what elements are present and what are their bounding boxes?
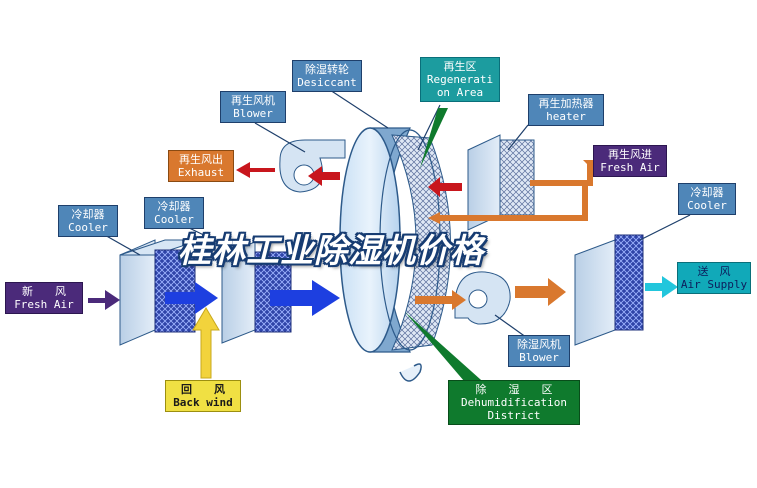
heater-coil-icon: [467, 134, 535, 231]
label-cn: 冷却器: [71, 208, 105, 221]
label-cn: 回 风: [181, 383, 225, 396]
label-cn: 再生加热器: [538, 97, 594, 110]
label-en: Cooler: [687, 199, 727, 212]
label-cn: 冷却器: [157, 200, 191, 213]
cooler-coil-icon: [574, 234, 644, 346]
label-cn: 除湿风机: [517, 338, 561, 351]
label-en: District: [487, 409, 541, 422]
label-en: Cooler: [68, 221, 108, 234]
district-pointer: [405, 312, 490, 388]
label-cn: 新 风: [22, 285, 66, 298]
label-cn: 再生风进: [608, 148, 652, 161]
label-en: Dehumidification: [461, 396, 567, 409]
cooler-coil-icon: [119, 239, 201, 346]
label-en: Fresh Air: [600, 161, 660, 174]
label-cn: 再生区: [443, 60, 477, 73]
label-cn: 送 风: [697, 265, 731, 278]
label-en: Desiccant: [297, 76, 357, 89]
label-heater: 再生加热器 heater: [528, 94, 604, 126]
label-cooler-mid: 冷却器 Cooler: [144, 197, 204, 229]
label-cn: 再生风机: [231, 94, 275, 107]
blower-fan-icon: [279, 139, 346, 193]
wheel-shaft-icon: [399, 363, 422, 382]
label-en: Exhaust: [177, 166, 225, 179]
blower-fan-icon: [454, 271, 511, 325]
label-cn: 除湿转轮: [305, 63, 349, 76]
label-en: Back wind: [173, 396, 233, 409]
label-back-wind: 回 风 Back wind: [165, 380, 241, 412]
regeneration-pointer: [420, 108, 448, 168]
label-exhaust: 再生风出 Exhaust: [168, 150, 234, 182]
label-air-supply: 送 风 Air Supply: [677, 262, 751, 294]
label-desiccant: 除湿转轮 Desiccant: [292, 60, 362, 92]
label-dehumidification-district: 除 湿 区 Dehumidification District: [448, 380, 580, 425]
label-en: Blower: [519, 351, 559, 364]
label-cn: 再生风出: [179, 153, 223, 166]
label-regen-fresh-air: 再生风进 Fresh Air: [593, 145, 667, 177]
label-en: Fresh Air: [14, 298, 74, 311]
label-blower-bottom: 除湿风机 Blower: [508, 335, 570, 367]
label-cooler-right: 冷却器 Cooler: [678, 183, 736, 215]
label-blower-top: 再生风机 Blower: [220, 91, 286, 123]
label-en: Regenerati: [426, 73, 494, 86]
label-regeneration-area: 再生区 Regenerati on Area: [420, 57, 500, 102]
label-cn: 冷却器: [690, 186, 724, 199]
flow-arrow-icon: [88, 160, 678, 379]
page-title: 桂林工业除湿机价格: [178, 231, 484, 270]
label-cn: 除 湿 区: [475, 383, 553, 396]
label-en: on Area: [436, 86, 484, 99]
label-cooler-left: 冷却器 Cooler: [58, 205, 118, 237]
label-en: Cooler: [154, 213, 194, 226]
label-en: Air Supply: [680, 278, 748, 291]
label-en: Blower: [233, 107, 273, 120]
label-fresh-air: 新 风 Fresh Air: [5, 282, 83, 314]
label-en: heater: [546, 110, 586, 123]
